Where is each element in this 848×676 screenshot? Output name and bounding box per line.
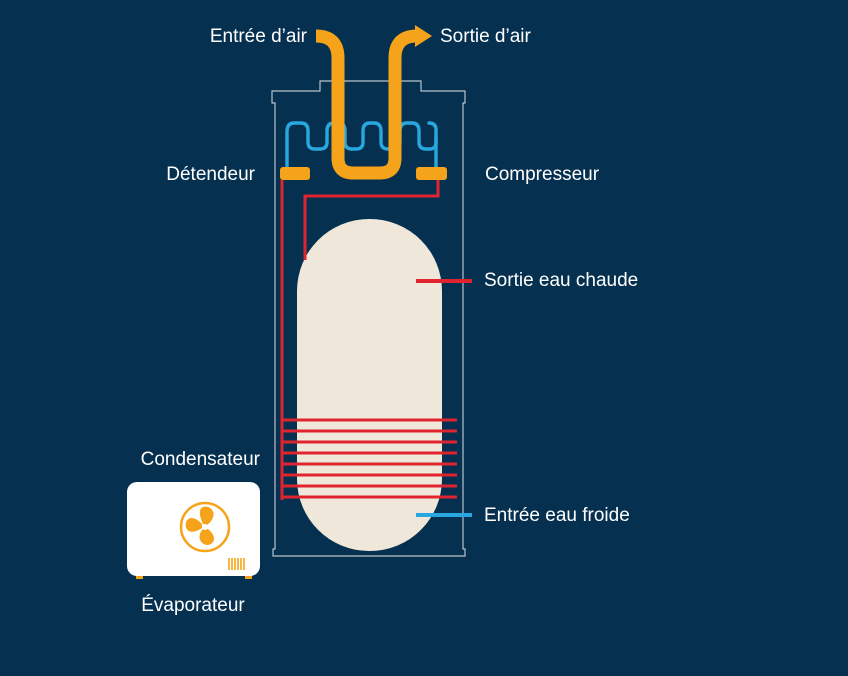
label-evaporator: Évaporateur bbox=[141, 595, 245, 616]
label-hot-water-out: Sortie eau chaude bbox=[484, 270, 638, 291]
condenser-coil bbox=[282, 418, 457, 499]
refrigerant-evaporator-coil bbox=[285, 121, 438, 169]
label-air-out: Sortie d’air bbox=[440, 26, 531, 47]
evaporator-unit bbox=[127, 482, 260, 579]
air-duct bbox=[315, 29, 418, 180]
air-out-arrow-icon bbox=[415, 25, 432, 47]
vent-grille-icon bbox=[228, 558, 245, 570]
label-compressor: Compresseur bbox=[485, 164, 600, 185]
fan-icon bbox=[179, 501, 231, 553]
label-expansion-valve: Détendeur bbox=[166, 164, 255, 185]
label-condenser: Condensateur bbox=[141, 449, 261, 470]
refrigerant-hot-line bbox=[280, 180, 440, 500]
expansion-valve bbox=[280, 167, 310, 180]
label-air-in: Entrée d’air bbox=[210, 26, 308, 47]
hot-water-tank bbox=[297, 219, 442, 551]
compressor bbox=[416, 167, 447, 180]
label-cold-water-in: Entrée eau froide bbox=[484, 505, 630, 526]
cylinder-outline bbox=[271, 80, 466, 557]
